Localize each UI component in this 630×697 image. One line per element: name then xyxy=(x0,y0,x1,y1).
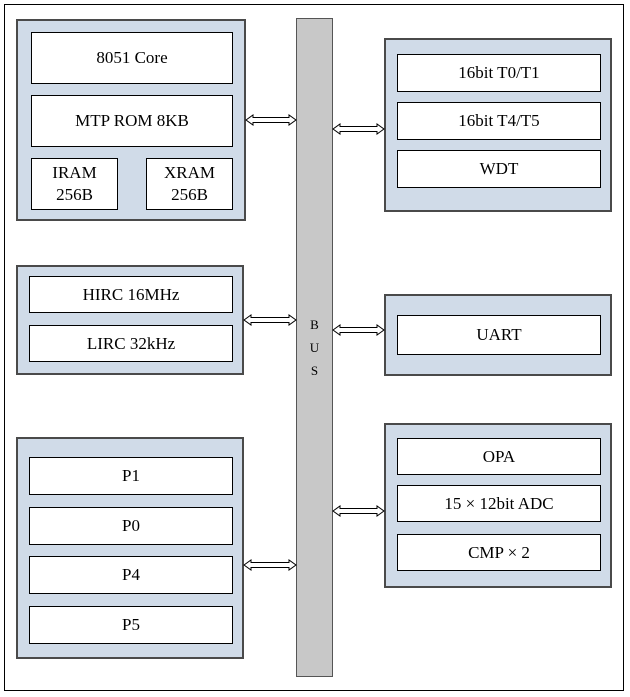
lirc-block: LIRC 32kHz xyxy=(29,325,233,362)
xram-block: XRAM 256B xyxy=(146,158,233,210)
port-block: P1 xyxy=(29,457,233,495)
bus-letter: B xyxy=(310,317,319,332)
iram-block: IRAM 256B xyxy=(31,158,118,210)
core-block: 8051 Core xyxy=(31,32,233,84)
wdt-block: WDT xyxy=(397,150,601,188)
arrow-io-bus xyxy=(243,559,297,571)
core-group: 8051 Core MTP ROM 8KB IRAM 256B XRAM 256… xyxy=(16,19,246,221)
rom-block: MTP ROM 8KB xyxy=(31,95,233,147)
arrow-bus-uart xyxy=(332,324,385,336)
bus-letter: S xyxy=(310,363,319,378)
adc-block: 15 × 12bit ADC xyxy=(397,485,601,522)
timer-group: 16bit T0/T1 16bit T4/T5 WDT xyxy=(384,38,612,212)
uart-block: UART xyxy=(397,315,601,355)
uart-group: UART xyxy=(384,294,612,376)
diagram-frame xyxy=(4,4,624,691)
timer-t4t5-block: 16bit T4/T5 xyxy=(397,102,601,140)
arrow-core-bus xyxy=(245,114,297,126)
timer-t0t1-block: 16bit T0/T1 xyxy=(397,54,601,92)
hirc-block: HIRC 16MHz xyxy=(29,276,233,313)
bus-letter: U xyxy=(309,340,320,355)
port-block: P4 xyxy=(29,556,233,594)
arrow-bus-analog xyxy=(332,505,385,517)
port-block: P0 xyxy=(29,507,233,545)
bus-bar: B U S xyxy=(296,18,333,677)
io-group: P1 P0 P4 P5 xyxy=(16,437,244,659)
arrow-bus-timer xyxy=(332,123,385,135)
arrow-clock-bus xyxy=(243,314,297,326)
opa-block: OPA xyxy=(397,438,601,475)
port-block: P5 xyxy=(29,606,233,644)
analog-group: OPA 15 × 12bit ADC CMP × 2 xyxy=(384,423,612,588)
clock-group: HIRC 16MHz LIRC 32kHz xyxy=(16,265,244,375)
cmp-block: CMP × 2 xyxy=(397,534,601,571)
